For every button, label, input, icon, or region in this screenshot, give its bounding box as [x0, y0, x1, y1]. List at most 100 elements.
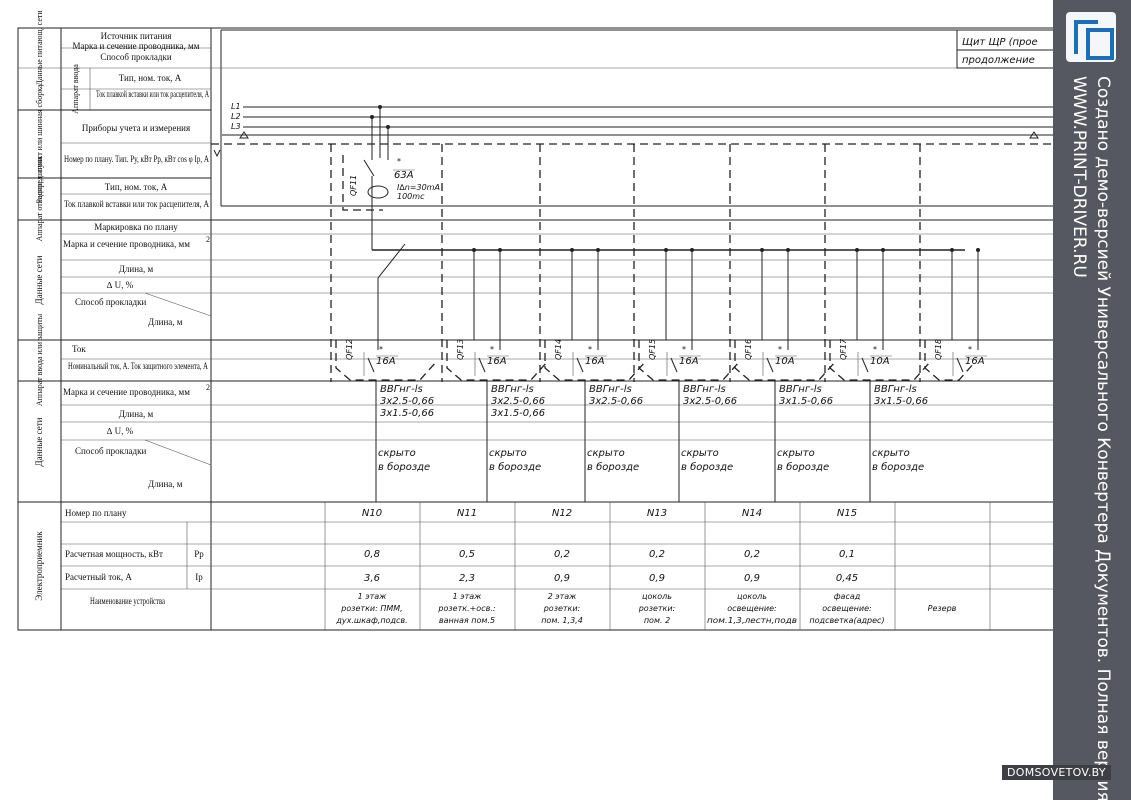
net2-cable-label: Марка и сечение проводника, мм: [63, 387, 190, 397]
circuit-section-1: 3x2.5-0,66: [380, 396, 434, 407]
consumer-name-3: пом. 1,3,4: [541, 616, 583, 625]
breaker-rating: 10A: [775, 356, 795, 367]
breaker-id-QF14: QF14: [554, 339, 563, 360]
circuit-method-2: в борозде: [378, 461, 430, 473]
outgoing-dividers: [330, 144, 921, 382]
circuit-cable-type: ВВГнг-ls: [491, 384, 534, 395]
cons-power-symbol: Рр: [194, 549, 204, 559]
net2-du-label: ∆ U, %: [107, 426, 134, 436]
cons-current-symbol: Iр: [195, 572, 203, 582]
breaker-rating: 16A: [376, 356, 396, 367]
panel-title: Щит ЩР (прое: [962, 37, 1038, 48]
branch-neutral-junction: [690, 248, 694, 252]
busbars: L1 L2 L3: [222, 102, 1058, 139]
consumer-power: 0,8: [364, 549, 380, 560]
breaker-id-QF15: QF15: [648, 339, 657, 360]
consumer-power: 0,2: [554, 549, 570, 560]
protection-group-label: Аппарат ввода или защиты: [35, 313, 44, 406]
branch-neutral-junction: [786, 248, 790, 252]
network-group-label: Данные сети: [34, 255, 44, 304]
watermark-sidebar: Создано демо-версией Универсального Конв…: [1053, 0, 1131, 802]
watermark-line2: WWW.PRINT-DRIVER.RU: [1069, 76, 1089, 278]
branch-neutral-junction: [881, 248, 885, 252]
circuit-method-2: в борозде: [777, 461, 829, 473]
marking-label: Маркировка по плану: [94, 222, 178, 232]
consumer-power: 0,1: [839, 549, 855, 560]
circuit-section-1: 3x1.5-0,66: [779, 396, 833, 407]
title-box: Щит ЩР (прое продолжение: [956, 29, 1058, 69]
consumer-columns: [324, 502, 991, 630]
method-label: Способ прокладки: [75, 297, 146, 307]
consumer-name-2: освещение:: [822, 604, 872, 613]
circuit-cable-type: ВВГнг-ls: [779, 384, 822, 395]
supply-group-label: Данные питающ. сети: [35, 10, 44, 86]
circuit-cable-type: ВВГнг-ls: [874, 384, 917, 395]
consumer-current: 2,3: [459, 573, 475, 584]
consumer-current: 0,9: [744, 573, 760, 584]
breaker-star: *: [968, 345, 972, 354]
consumer-column-5: N140,20,9цокольосвещение:пом.1,3,лестн,п…: [707, 508, 797, 625]
supply-method-label: Способ прокладки: [100, 52, 171, 62]
consumer-name-1: 1 этаж: [358, 592, 388, 601]
net-cable-sq: 2: [206, 235, 210, 244]
breaker-star: *: [778, 345, 782, 354]
circuit-method-1: скрыто: [777, 448, 815, 459]
breaker-frame: [924, 340, 976, 381]
site-badge: DOMSOVETOV.BY: [1002, 765, 1111, 780]
consumer-name-1: 1 этаж: [453, 592, 483, 601]
watermark-line1: Создано демо-версией Универсального Конв…: [1093, 76, 1113, 802]
consumer-name-1: цоколь: [737, 592, 767, 601]
breaker-frame: [446, 340, 548, 381]
nominal-label: Номинальный ток, А. Ток защитного элемен…: [68, 361, 208, 371]
dist-group-label: Распред. пункт или шинная сборка: [35, 84, 44, 203]
circuit-section-1: 3x1.5-0,66: [874, 396, 928, 407]
breaker-frame: [734, 340, 836, 381]
bus-l2-label: L2: [231, 112, 241, 121]
breaker-contact: [861, 357, 869, 373]
consumer-plan-number: N12: [552, 508, 572, 519]
out-fuse-label: Ток плавкой вставки или ток расцепителя,…: [64, 199, 209, 209]
qf11-rating: 63A: [394, 170, 414, 181]
breaker-star: *: [682, 345, 686, 354]
breaker-id-QF17: QF17: [839, 338, 848, 360]
consumer-name-2: розетк.+осв.:: [437, 604, 495, 613]
branch-switch-line: [377, 243, 406, 279]
circuit-method-2: в борозде: [681, 461, 733, 473]
out-type-label: Тип, ном. ток, А: [105, 182, 168, 192]
input-fuse-label: Ток плавкой вставки или ток расцепителя,…: [96, 89, 209, 99]
row-labels: Источник питания Марка и сечение проводн…: [63, 31, 210, 606]
network2-group-label: Данные сети: [34, 417, 44, 466]
breaker-contact: [670, 357, 678, 373]
breaker-star: *: [873, 345, 877, 354]
branch-neutral-junction: [498, 248, 502, 252]
length-label: Длина, м: [119, 264, 154, 274]
consumer-name-1: цоколь: [642, 592, 672, 601]
branch-7: QF18*16A: [924, 248, 987, 381]
consumer-name-1: 2 этаж: [548, 592, 578, 601]
consumer-group-label: Электроприемник: [34, 531, 44, 601]
consumer-current: 0,45: [836, 573, 858, 584]
circuit-section-1: 3x2.5-0,66: [683, 396, 737, 407]
consumer-current: 0,9: [649, 573, 665, 584]
plan-number-label: Номер по плану. Тип. Ру, кВт Рр, кВт cos…: [64, 154, 209, 164]
consumer-power: 0,2: [744, 549, 760, 560]
converter-logo-icon: [1066, 12, 1116, 62]
breaker-contact: [766, 357, 774, 373]
consumer-power: 0,5: [459, 549, 475, 560]
cons-power-label: Расчетная мощность, кВт: [65, 549, 163, 559]
input-type-label: Тип, ном. ток, А: [119, 73, 182, 83]
group-labels: Данные питающ. сети Аппарат ввода Распре…: [34, 10, 80, 601]
input-rcd: QF11 * 63A I∆n=30mA 100mc: [342, 105, 965, 251]
circuit-method-2: в борозде: [872, 461, 924, 473]
breaker-rating: 16A: [585, 356, 605, 367]
consumer-name-2: розетки:: [543, 604, 581, 613]
consumer-power: 0,2: [649, 549, 665, 560]
circuit-method-2: в борозде: [489, 461, 541, 473]
consumer-name-2: освещение:: [727, 604, 777, 613]
